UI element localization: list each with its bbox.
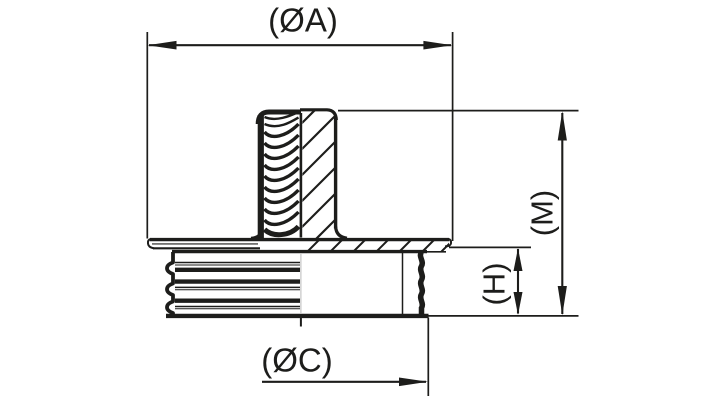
dim-label-m: (M) — [525, 190, 560, 236]
thread-runout — [264, 110, 300, 121]
thread-coil — [263, 210, 300, 227]
thread-coil — [263, 155, 300, 172]
arrowhead-down — [513, 292, 523, 315]
hatch-line — [302, 191, 336, 229]
thread-coil — [263, 144, 300, 161]
dim-label-dia-a: (ØA) — [268, 2, 338, 39]
boss-right-fillet — [334, 226, 348, 240]
thread-runout — [264, 116, 300, 128]
thread-coil — [263, 177, 300, 194]
thread-coil — [263, 188, 300, 205]
dimension-m: (M) — [338, 109, 579, 317]
flange-left-cap — [146, 238, 155, 250]
thread-coil — [263, 199, 300, 216]
knurled-barrel — [165, 249, 429, 327]
part-section-view — [146, 108, 453, 327]
arrowhead-right — [399, 377, 428, 387]
arrowhead-up — [557, 111, 567, 141]
dimension-dia-a: (ØA) — [146, 2, 454, 241]
arrowhead-right — [423, 40, 453, 50]
dim-label-dia-c: (ØC) — [261, 342, 332, 379]
dim-label-h: (H) — [477, 262, 512, 305]
arrowhead-left — [147, 40, 177, 50]
thread-coil — [263, 122, 300, 139]
section-hatching — [302, 111, 336, 238]
thread-coil — [263, 133, 300, 150]
thread-coil — [263, 166, 300, 183]
threaded-boss — [250, 108, 348, 240]
dimension-h: (H) — [449, 246, 531, 315]
thread-bottom — [262, 224, 301, 238]
hatch-line — [302, 165, 336, 203]
hatch-line — [302, 113, 336, 151]
hatch-line — [302, 139, 336, 177]
barrel-ribs — [175, 261, 300, 310]
hatch-line — [315, 217, 336, 238]
flange — [146, 237, 453, 253]
barrel-left-edge-ribs — [165, 252, 175, 316]
thread-profile — [262, 110, 301, 238]
arrowhead-down — [557, 286, 567, 316]
barrel-right-wall-knurled — [417, 250, 426, 315]
hatch-tick — [439, 242, 449, 253]
arrowhead-up — [513, 248, 523, 271]
dimension-dia-c: (ØC) — [261, 317, 430, 396]
hatch-line — [302, 111, 316, 125]
